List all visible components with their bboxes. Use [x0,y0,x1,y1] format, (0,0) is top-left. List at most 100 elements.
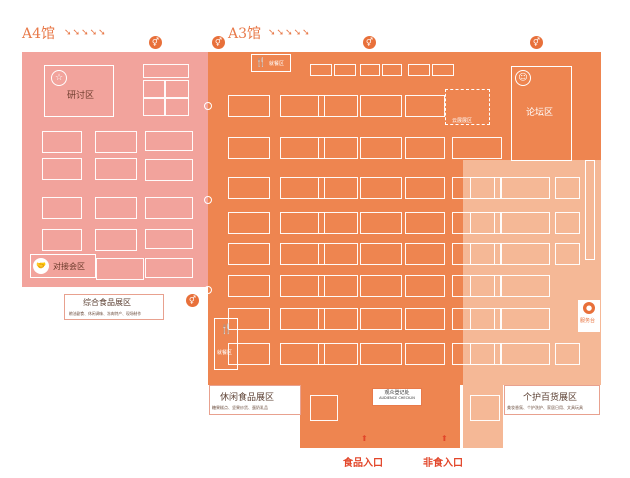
booth[interactable] [165,98,189,116]
booth[interactable] [42,229,82,251]
booth[interactable] [555,243,580,265]
leisure-food-title: 休闲食品展区 [220,393,275,403]
booth[interactable] [95,197,137,219]
booth[interactable] [555,343,580,365]
non-food-entrance[interactable]: 非食入口 [423,458,463,469]
forum-zone[interactable]: ☺ 论坛区 [511,66,572,161]
booth[interactable] [360,343,402,365]
booth[interactable] [470,275,495,297]
booth[interactable] [500,177,550,199]
booth[interactable] [405,343,445,365]
booth[interactable] [318,243,358,265]
food-entrance[interactable]: 食品入口 [343,458,383,469]
general-food-desc: 粮油副食、休闲调味、冻肉特产、现场制作 [69,311,142,316]
booth[interactable] [452,137,502,159]
booth[interactable] [145,197,193,219]
booth[interactable] [360,177,402,199]
booth[interactable] [280,137,325,159]
booth[interactable] [145,131,193,151]
dining-zone-top[interactable]: 🍴 就餐区 [251,54,291,72]
booth[interactable] [143,64,189,78]
booth[interactable] [405,308,445,330]
booth[interactable] [500,212,550,234]
booth[interactable] [360,243,402,265]
booth[interactable] [360,137,402,159]
booth[interactable] [360,64,380,76]
booth[interactable] [280,243,325,265]
booth[interactable] [165,80,189,98]
booth[interactable] [95,158,137,180]
booth[interactable] [360,212,402,234]
leisure-food-label: 休闲食品展区 糖果糕点、坚果炒货、蛋奶乳品 [209,385,301,415]
booth[interactable] [95,131,137,153]
booth[interactable] [280,275,325,297]
booth[interactable] [470,308,495,330]
booth[interactable] [145,159,193,181]
booth[interactable] [500,343,550,365]
booth[interactable] [310,64,332,76]
booth[interactable] [318,95,358,117]
booth[interactable] [405,137,445,159]
leisure-food-desc: 糖果糕点、坚果炒货、蛋奶乳品 [212,405,268,410]
booth[interactable] [95,229,137,251]
dining-zone-left[interactable]: 🍴 就餐区 [214,318,238,370]
entry-arrow-icon: ⬆ [361,434,368,443]
booth[interactable] [405,212,445,234]
booth[interactable] [555,212,580,234]
booth[interactable] [500,308,550,330]
booth[interactable] [310,395,338,421]
seminar-zone[interactable]: ☆ 研讨区 [44,65,114,117]
booth[interactable] [470,243,495,265]
cloud-exhibit-zone[interactable]: 云展展区 [445,89,490,125]
booth[interactable] [360,95,402,117]
booth[interactable] [382,64,402,76]
booth[interactable] [318,212,358,234]
booth[interactable] [500,243,550,265]
booth[interactable] [280,343,325,365]
booth[interactable] [143,98,165,116]
booth[interactable] [228,308,270,330]
booth[interactable] [318,308,358,330]
booth[interactable] [318,275,358,297]
booth[interactable] [228,275,270,297]
booth[interactable] [42,131,82,153]
booth[interactable] [318,343,358,365]
registration-desk[interactable]: 观众登记处 AUDIENCE CHECK-IN [372,388,422,406]
booth[interactable] [318,137,358,159]
booth[interactable] [145,258,193,278]
booth[interactable] [360,275,402,297]
booth[interactable] [360,308,402,330]
booth[interactable] [42,197,82,219]
booth[interactable] [408,64,430,76]
booth[interactable] [500,275,550,297]
booth[interactable] [405,243,445,265]
booth[interactable] [280,177,325,199]
booth[interactable] [228,177,270,199]
booth[interactable] [228,137,270,159]
booth[interactable] [432,64,454,76]
booth[interactable] [280,95,325,117]
booth[interactable] [470,212,495,234]
booth[interactable] [228,95,270,117]
booth[interactable] [280,308,325,330]
booth[interactable] [318,177,358,199]
booth[interactable] [143,80,165,98]
matchmaking-zone[interactable]: 🤝 对接会区 [30,254,96,278]
booth[interactable] [470,395,500,421]
booth[interactable] [405,95,445,117]
booth[interactable] [96,258,144,280]
booth[interactable] [555,177,580,199]
booth[interactable] [280,212,325,234]
service-desk[interactable]: ● 服务台 [578,300,600,332]
booth[interactable] [405,275,445,297]
booth[interactable] [42,158,82,180]
booth[interactable] [228,243,270,265]
booth[interactable] [145,229,193,249]
booth[interactable] [470,343,495,365]
booth[interactable] [228,212,270,234]
booth[interactable] [470,177,495,199]
booth[interactable] [334,64,356,76]
registration-en: AUDIENCE CHECK-IN [379,396,415,400]
booth[interactable] [405,177,445,199]
booth[interactable] [228,343,270,365]
